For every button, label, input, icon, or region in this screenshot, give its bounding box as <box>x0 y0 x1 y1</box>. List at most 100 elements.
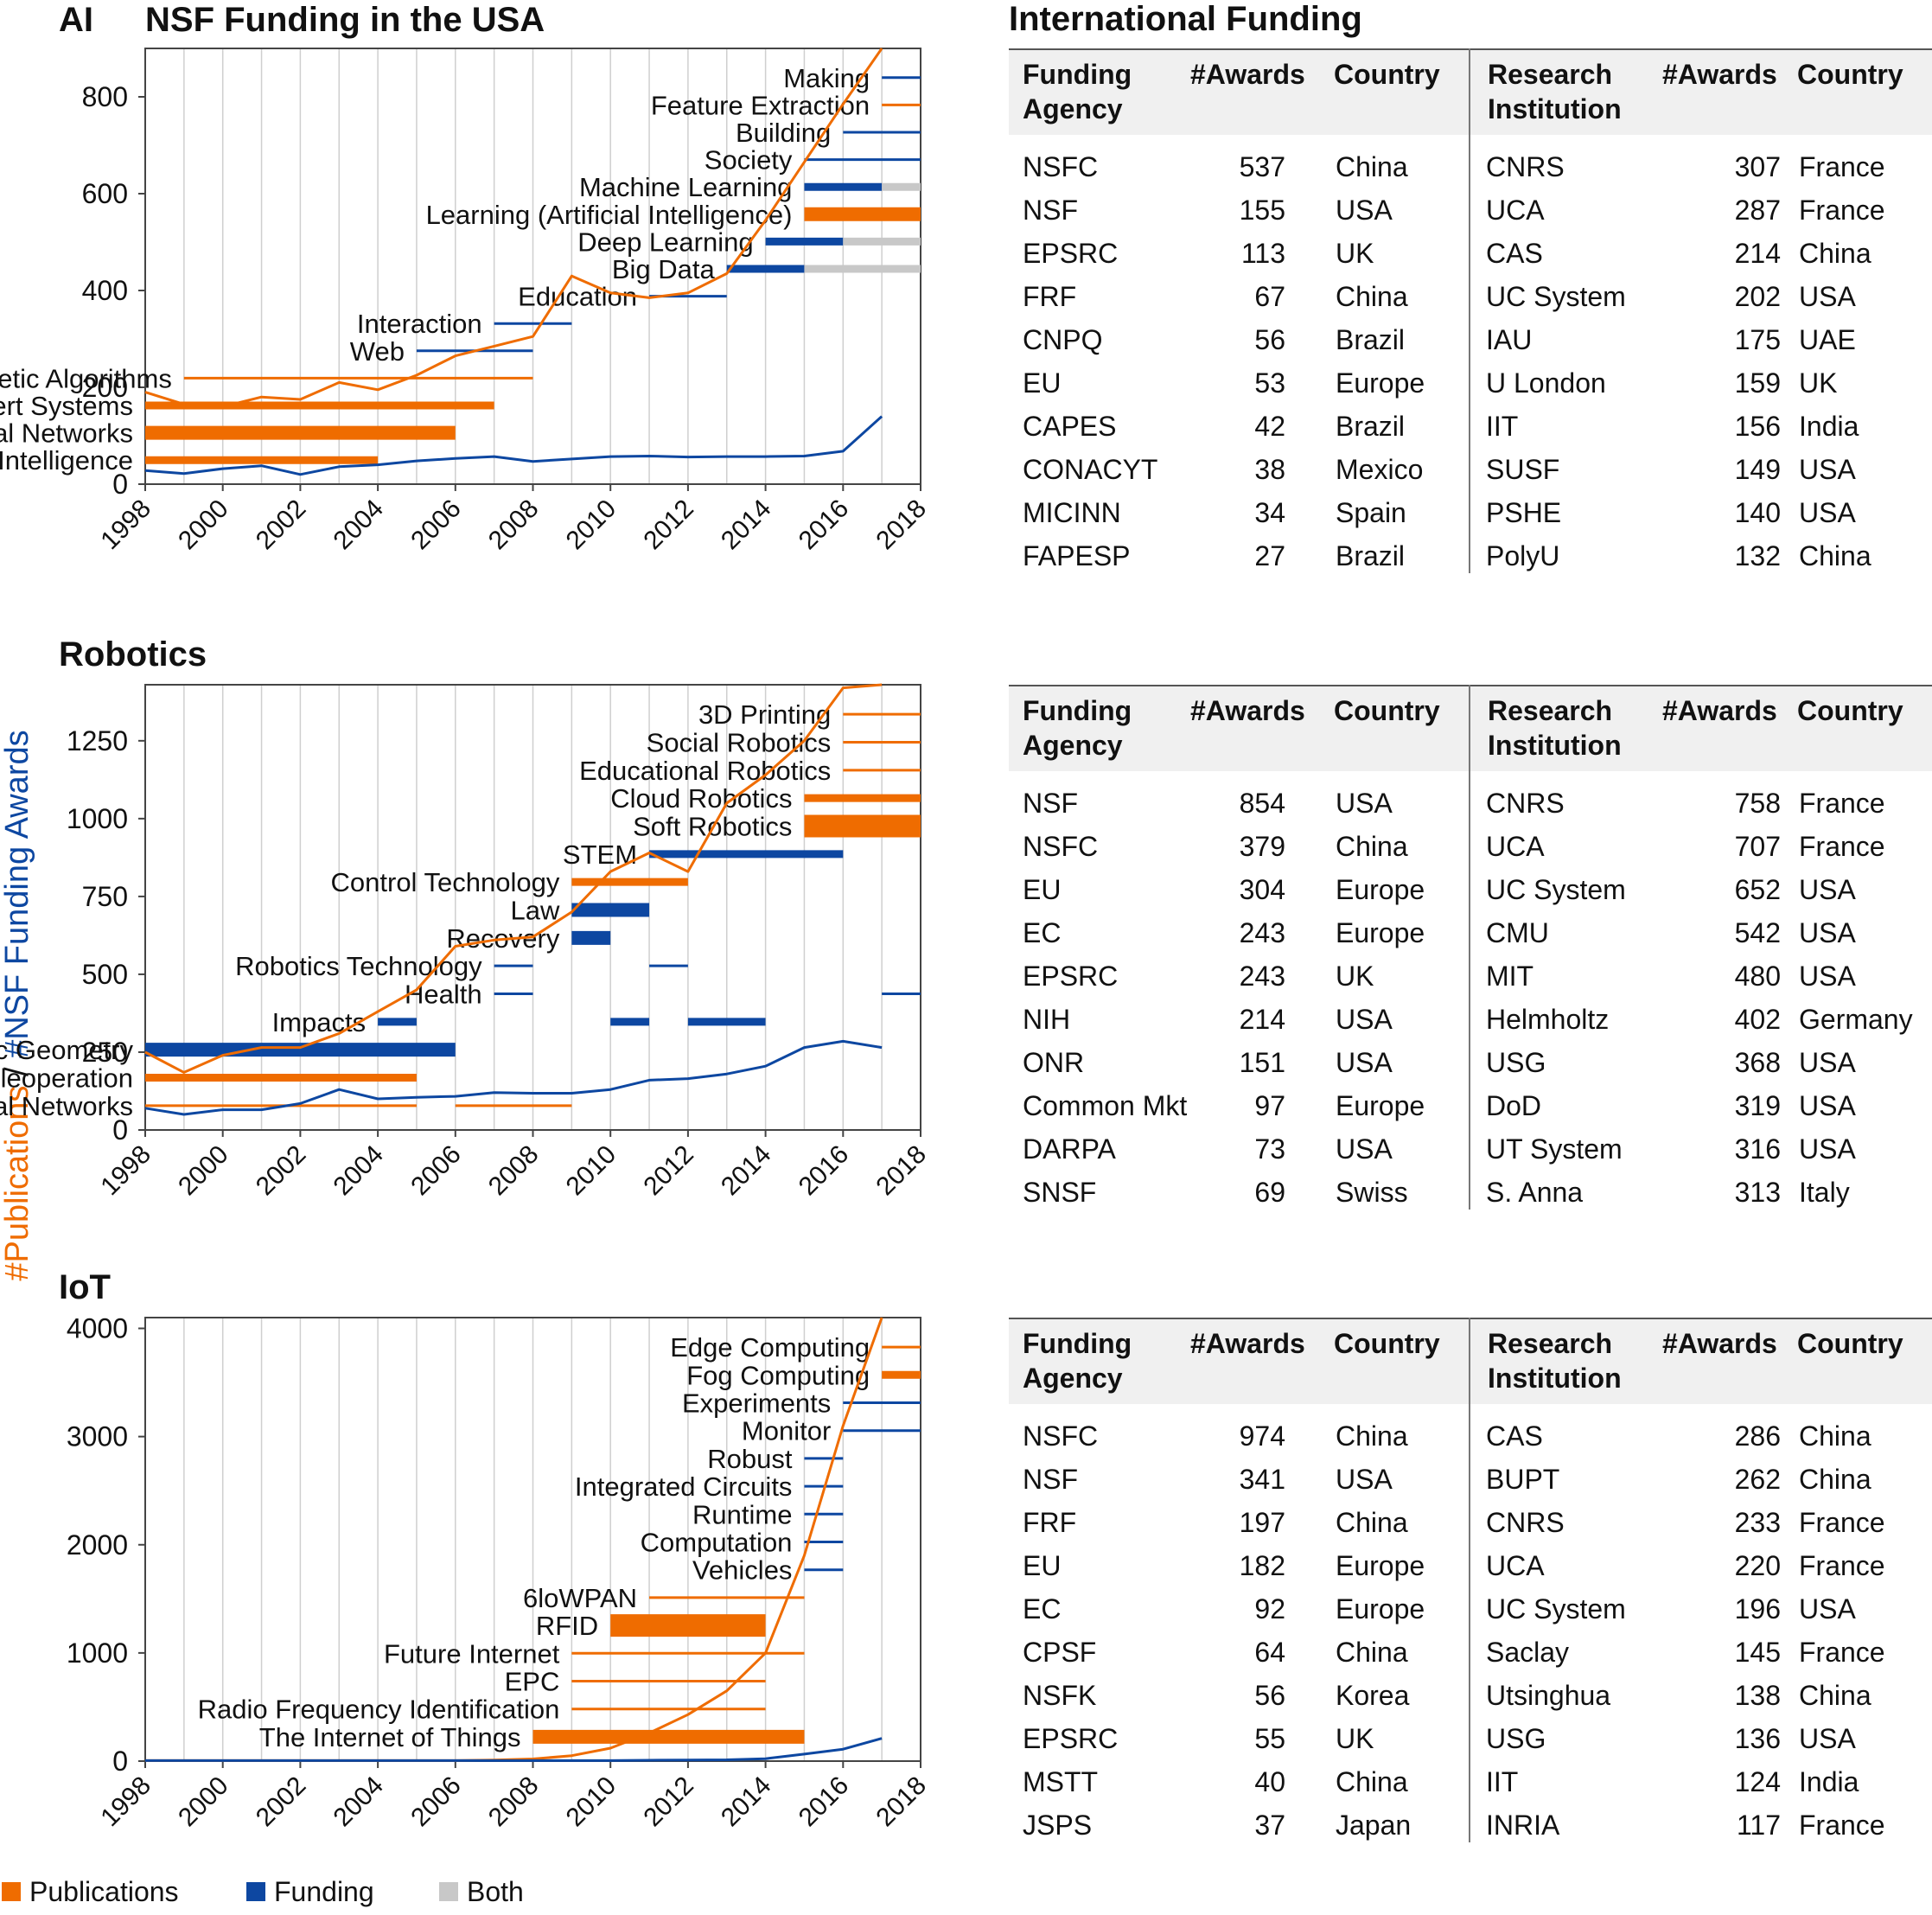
topic-label: Fog Computing <box>686 1360 870 1390</box>
agency-awards: 42 <box>1254 411 1285 442</box>
institution-name: UT System <box>1486 1133 1623 1165</box>
agency-name: EC <box>1023 917 1062 948</box>
institution-awards: 286 <box>1734 1420 1781 1452</box>
institution-country: France <box>1799 195 1885 226</box>
agency-country: Europe <box>1336 1550 1425 1581</box>
y-tick-label: 800 <box>82 81 128 112</box>
topic-label: 3D Printing <box>698 699 831 730</box>
header-awards: #Awards <box>1190 59 1305 90</box>
institution-awards: 262 <box>1734 1464 1781 1495</box>
topic-label: Machine Learning <box>579 172 792 202</box>
institution-awards: 136 <box>1734 1723 1781 1754</box>
agency-name: NSF <box>1023 195 1078 226</box>
agency-name: EPSRC <box>1023 238 1119 269</box>
y-tick-label: 600 <box>82 178 128 209</box>
x-tick-label: 2012 <box>638 1771 699 1833</box>
topic-label: Making <box>783 63 870 93</box>
legend-swatch-funding <box>246 1881 265 1901</box>
institution-country: India <box>1799 1766 1859 1797</box>
header-funding-agency: Funding Agency <box>1023 1328 1132 1394</box>
topic-label: Neural Networks <box>0 418 133 449</box>
agency-country: China <box>1336 1507 1408 1538</box>
institution-awards: 402 <box>1734 1004 1781 1035</box>
agency-awards: 214 <box>1239 1004 1285 1035</box>
series-line-publications <box>144 683 883 1074</box>
agency-name: Common Mkt <box>1023 1090 1188 1121</box>
institution-name: MIT <box>1486 961 1534 992</box>
agency-name: NSF <box>1023 1464 1078 1495</box>
institution-awards: 117 <box>1736 1810 1781 1841</box>
y-tick-label: 400 <box>82 275 128 306</box>
topic-label: EPC <box>505 1667 560 1697</box>
agency-country: Europe <box>1336 1593 1425 1625</box>
institution-country: France <box>1799 788 1885 819</box>
institution-awards: 542 <box>1734 917 1781 948</box>
header-research-institution: Research Institution <box>1488 695 1622 761</box>
institution-country: USA <box>1799 1047 1856 1078</box>
institution-awards: 145 <box>1734 1637 1781 1668</box>
agency-name: DARPA <box>1023 1133 1116 1165</box>
agency-awards: 854 <box>1239 788 1285 819</box>
chart-subtitle-0: NSF Funding in the USA <box>145 1 545 39</box>
institution-name: CMU <box>1486 917 1549 948</box>
topic-label: Radio Frequency Identification <box>198 1695 560 1725</box>
agency-awards: 113 <box>1240 238 1285 269</box>
institution-country: China <box>1799 1420 1871 1452</box>
agency-awards: 379 <box>1239 831 1285 862</box>
y-tick-label: 0 <box>112 1114 128 1146</box>
agency-name: NSFC <box>1023 831 1099 862</box>
institution-country: USA <box>1799 917 1856 948</box>
agency-country: Mexico <box>1336 454 1424 485</box>
legend-swatch-publications <box>2 1881 21 1901</box>
x-tick-label: 2006 <box>405 1140 467 1202</box>
x-tick-label: 2010 <box>561 1771 622 1833</box>
institution-country: France <box>1799 1810 1885 1841</box>
series-line-funding <box>144 415 883 476</box>
agency-awards: 155 <box>1239 195 1285 226</box>
x-tick-label: 2010 <box>561 1140 622 1202</box>
header-country: Country <box>1334 695 1440 726</box>
agency-name: CPSF <box>1023 1637 1097 1668</box>
x-tick-label: 2018 <box>870 1140 932 1202</box>
topic-label: Integrated Circuits <box>575 1471 793 1502</box>
header-country: Country <box>1797 59 1903 90</box>
institution-country: USA <box>1799 961 1856 992</box>
institution-country: UAE <box>1799 324 1856 355</box>
institution-name: IAU <box>1486 324 1533 355</box>
agency-awards: 38 <box>1254 454 1285 485</box>
topic-label: Monitor <box>742 1416 831 1446</box>
institution-awards: 132 <box>1734 540 1781 571</box>
agency-awards: 92 <box>1254 1593 1285 1625</box>
x-tick-label: 2014 <box>716 1771 777 1833</box>
agency-country: Europe <box>1336 874 1425 905</box>
institution-country: USA <box>1799 1133 1856 1165</box>
institution-awards: 175 <box>1734 324 1781 355</box>
agency-name: ONR <box>1023 1047 1085 1078</box>
institution-country: USA <box>1799 497 1856 528</box>
series-line-funding <box>145 1737 883 1762</box>
topic-label: Computation <box>641 1528 793 1558</box>
x-tick-label: 2018 <box>870 1771 932 1833</box>
institution-country: France <box>1799 151 1885 182</box>
x-tick-label: 2000 <box>173 1771 234 1833</box>
agency-name: JSPS <box>1023 1810 1093 1841</box>
agency-awards: 64 <box>1254 1637 1285 1668</box>
institution-awards: 707 <box>1734 831 1781 862</box>
agency-awards: 56 <box>1254 1680 1285 1711</box>
institution-country: USA <box>1799 874 1856 905</box>
topic-label: Edge Computing <box>670 1332 870 1363</box>
